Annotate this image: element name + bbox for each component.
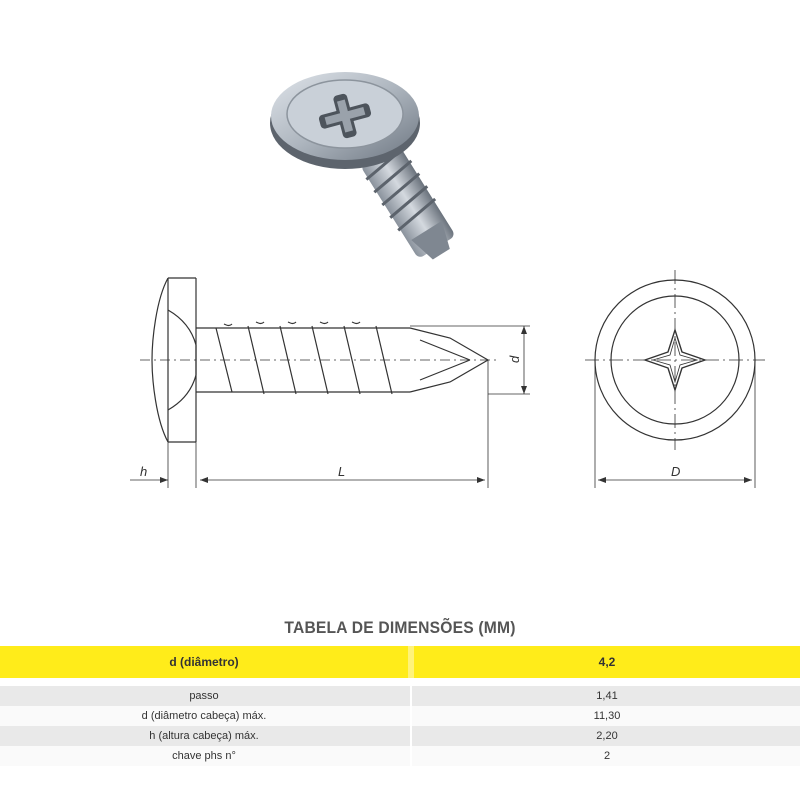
header-label: d (diâmetro) (169, 655, 239, 669)
table-row: d (diâmetro cabeça) máx. 11,30 (0, 706, 800, 726)
table-header-row: d (diâmetro) 4,2 (0, 646, 800, 678)
table-row: h (altura cabeça) máx. 2,20 (0, 726, 800, 746)
row-label: h (altura cabeça) máx. (149, 730, 259, 742)
header-value: 4,2 (598, 655, 616, 669)
table-row: passo 1,41 (0, 686, 800, 706)
label-D: D (671, 464, 680, 479)
label-L: L (338, 464, 345, 479)
phillips-recess (642, 327, 708, 393)
label-h: h (140, 464, 147, 479)
row-value: 1,41 (596, 690, 618, 702)
row-value: 11,30 (593, 710, 621, 722)
technical-drawing: h L d D (130, 270, 765, 488)
row-value: 2 (603, 750, 611, 762)
table-row: chave phs n° 2 (0, 746, 800, 766)
screw-photo (270, 72, 454, 260)
row-label: d (diâmetro cabeça) máx. (141, 710, 267, 722)
dimensions-table: d (diâmetro) 4,2 passo 1,41 d (diâmetro … (0, 646, 800, 766)
row-label: passo (189, 690, 219, 702)
screw-head-side (151, 277, 169, 443)
row-value: 2,20 (596, 730, 618, 742)
row-label: chave phs n° (172, 750, 236, 762)
table-title: TABELA DE DIMENSÕES (MM) (284, 618, 516, 637)
label-d: d (507, 355, 522, 363)
